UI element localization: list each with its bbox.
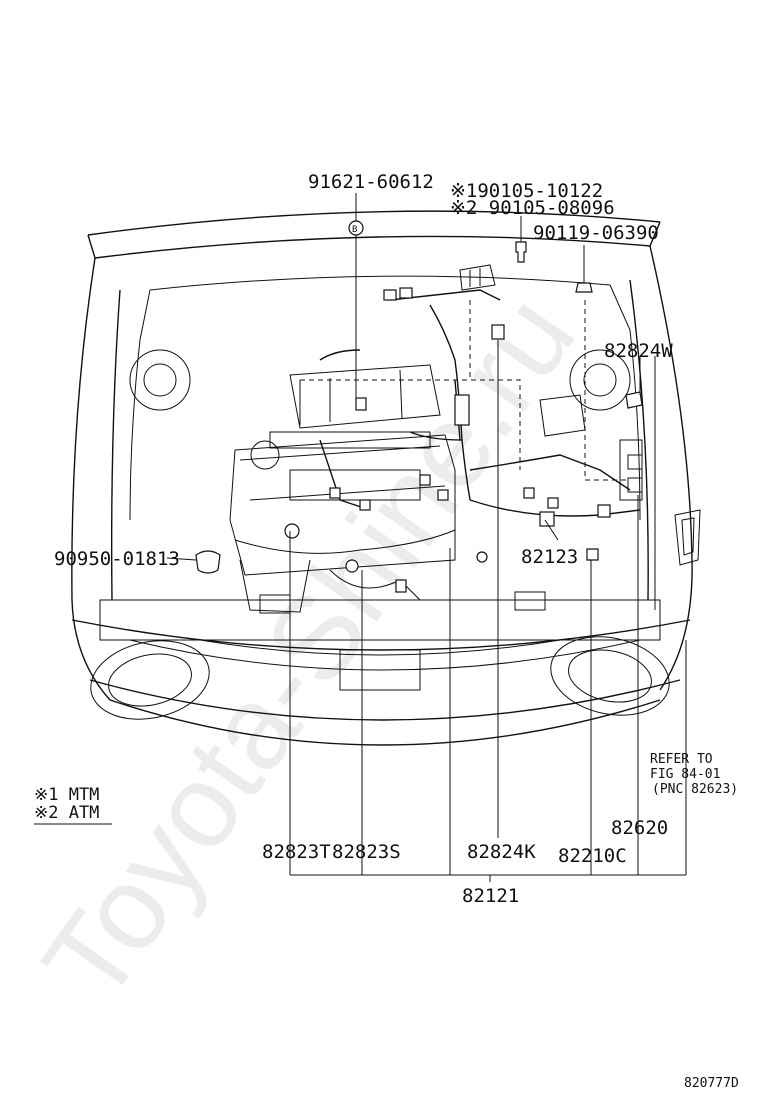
legend: ※1 MTM ※2 ATM (34, 785, 112, 825)
label-90950-01813: 90950-01813 (54, 548, 180, 570)
refer-line-3: (PNC 82623) (652, 782, 738, 797)
label-82210c: 82210C (558, 845, 627, 867)
svg-text:B: B (352, 225, 357, 235)
right-harness-clip-icon (625, 391, 643, 409)
wire-harness-drawing (284, 264, 641, 593)
car-body-drawing (71, 210, 701, 746)
bolt-icon (515, 241, 527, 263)
grommet-icon (195, 550, 221, 574)
label-82620: 82620 (611, 817, 668, 839)
leader-lines (166, 193, 687, 882)
clip-icon (575, 282, 593, 293)
legend-item-mtm: ※1 MTM (34, 785, 99, 805)
label-82823t: 82823T (262, 841, 331, 863)
label-bolt-mtm: ※190105-10122 (450, 180, 603, 202)
small-parts: B (195, 220, 643, 574)
label-82121: 82121 (462, 885, 519, 907)
label-82824w: 82824W (604, 340, 673, 362)
legend-item-atm: ※2 ATM (34, 803, 99, 823)
label-91621-60612: 91621-60612 (308, 171, 434, 193)
refer-line-1: REFER TO (650, 752, 713, 767)
label-82823s: 82823S (332, 841, 401, 863)
label-82123: 82123 (521, 546, 578, 568)
label-bolt-atm: ※2 90105-08096 (450, 197, 615, 219)
sub-harness-clip-icon (586, 548, 599, 561)
label-82824k: 82824K (467, 841, 536, 863)
label-90119-06390: 90119-06390 (533, 222, 659, 244)
drawing-id: 820777D (684, 1076, 739, 1091)
refer-line-2: FIG 84-01 (650, 767, 720, 782)
